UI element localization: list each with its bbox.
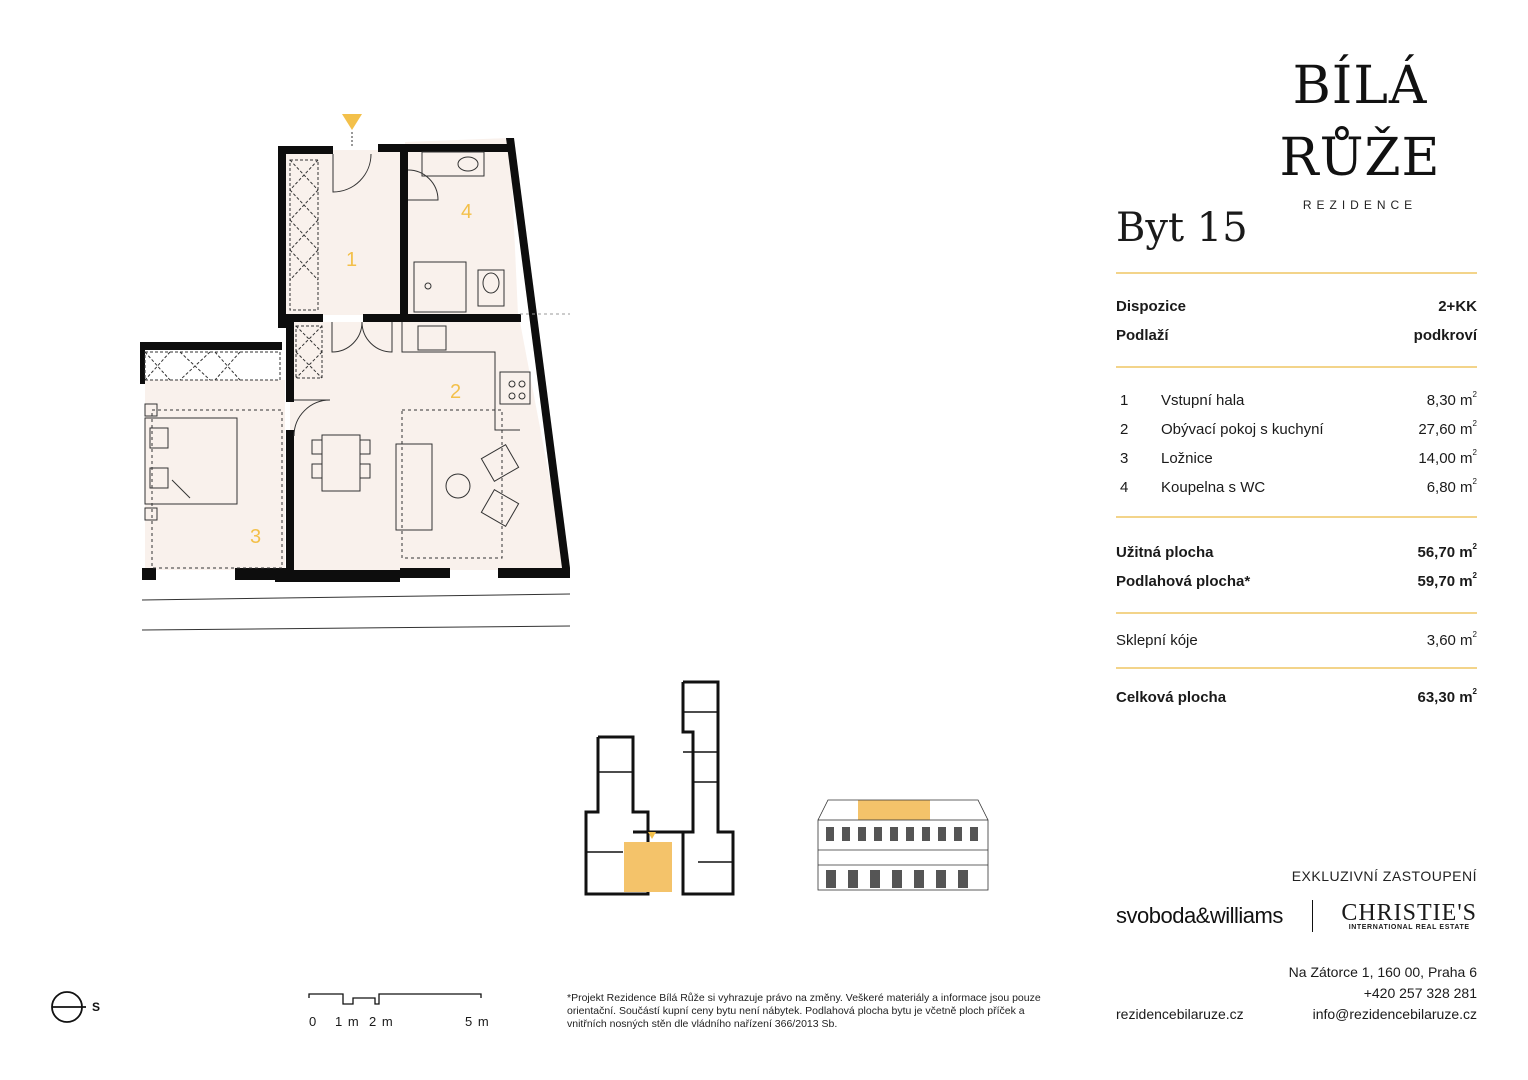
brand-name: BÍLÁ RŮŽE bbox=[1279, 56, 1441, 188]
room-label-1: 1 bbox=[346, 249, 357, 271]
compass-label: S bbox=[92, 1000, 100, 1014]
rooms-list: 1 Vstupní hala 8,30 m2 2 Obývací pokoj s… bbox=[1116, 368, 1477, 516]
floor-fill-bedroom bbox=[145, 380, 285, 570]
divider bbox=[1116, 366, 1477, 368]
floor-row: Podlaží podkroví bbox=[1116, 321, 1477, 350]
room-area: 8,30 m2 bbox=[1426, 390, 1477, 409]
agency-heading: EXKLUZIVNÍ ZASTOUPENÍ bbox=[1291, 868, 1477, 884]
disposition-row: Dispozice 2+KK bbox=[1116, 292, 1477, 321]
usable-area-label: Užitná plocha bbox=[1116, 544, 1214, 561]
doors bbox=[293, 153, 439, 437]
entrance-marker bbox=[342, 114, 362, 130]
brand-logo: BÍLÁ RŮŽE REZIDENCE bbox=[1230, 50, 1490, 212]
wardrobe-bedroom bbox=[144, 351, 281, 381]
site-entrance-marker bbox=[648, 832, 656, 839]
room-name: Obývací pokoj s kuchyní bbox=[1161, 421, 1324, 438]
phone-number[interactable]: +420 257 328 281 bbox=[1363, 985, 1477, 1001]
floor-fill-living bbox=[290, 322, 567, 570]
floor-plan: 1 4 2 3 bbox=[140, 114, 571, 631]
terrace-line-2 bbox=[141, 625, 571, 631]
scale-bar-graphic bbox=[308, 993, 482, 1005]
cellar-value: 3,60 m2 bbox=[1426, 630, 1477, 649]
room-number: 3 bbox=[1120, 450, 1129, 467]
floor-area-value: 59,70 m2 bbox=[1417, 571, 1478, 590]
address-block: Na Zátorce 1, 160 00, Praha 6 +420 257 3… bbox=[1116, 962, 1477, 1004]
email-link[interactable]: info@rezidencebilaruze.cz bbox=[1312, 1006, 1477, 1022]
room-name: Ložnice bbox=[1161, 450, 1213, 467]
christies-logo: CHRISTIE'S INTERNATIONAL REAL ESTATE bbox=[1341, 899, 1477, 931]
bathroom-fixtures bbox=[413, 151, 505, 313]
website-link[interactable]: rezidencebilaruze.cz bbox=[1116, 1006, 1244, 1022]
room-name: Vstupní hala bbox=[1161, 392, 1245, 409]
total-area-value: 63,30 m2 bbox=[1417, 687, 1478, 706]
scale-label-5: 5 m bbox=[465, 1014, 490, 1029]
address-line: Na Zátorce 1, 160 00, Praha 6 bbox=[1288, 964, 1477, 980]
room-number: 2 bbox=[1120, 421, 1129, 438]
room-area: 27,60 m2 bbox=[1418, 419, 1477, 438]
room-label-4: 4 bbox=[461, 201, 472, 223]
divider bbox=[1116, 612, 1477, 614]
room-row: 2 Obývací pokoj s kuchyní 27,60 m2 bbox=[1116, 415, 1477, 444]
site-highlight bbox=[624, 842, 672, 892]
floor-value: podkroví bbox=[1413, 327, 1477, 344]
wardrobe-living bbox=[295, 325, 323, 379]
room-row: 3 Ložnice 14,00 m2 bbox=[1116, 444, 1477, 473]
compass-icon: S bbox=[51, 991, 100, 1023]
floor-fill-hall bbox=[285, 150, 405, 315]
usable-area-value: 56,70 m2 bbox=[1417, 542, 1478, 561]
room-area: 14,00 m2 bbox=[1418, 448, 1477, 467]
bedroom-furniture bbox=[144, 403, 283, 569]
wardrobe-hall bbox=[289, 159, 319, 311]
cellar-row: Sklepní kóje 3,60 m2 bbox=[1116, 630, 1477, 649]
apartment-title: Byt 15 bbox=[1116, 205, 1248, 251]
floor-label: Podlaží bbox=[1116, 327, 1169, 344]
divider bbox=[1116, 516, 1477, 518]
room-name: Koupelna s WC bbox=[1161, 479, 1266, 496]
usable-area-row: Užitná plocha 56,70 m2 bbox=[1116, 538, 1477, 567]
floor-area-label: Podlahová plocha* bbox=[1116, 573, 1251, 590]
floor-fill-bath bbox=[405, 138, 518, 315]
floor-area-row: Podlahová plocha* 59,70 m2 bbox=[1116, 567, 1477, 596]
total-area-row: Celková plocha 63,30 m2 bbox=[1116, 687, 1478, 706]
terrace-line-1 bbox=[141, 593, 571, 601]
kitchen-counter bbox=[401, 322, 531, 431]
disposition-value: 2+KK bbox=[1438, 298, 1477, 315]
room-label-2: 2 bbox=[450, 381, 461, 403]
scale-label-2: 2 m bbox=[369, 1014, 394, 1029]
apartment-info-panel: Byt 15 Dispozice 2+KK Podlaží podkroví 1… bbox=[1116, 200, 1477, 706]
walls bbox=[140, 138, 570, 582]
room-number: 4 bbox=[1120, 479, 1129, 496]
living-furniture bbox=[311, 409, 520, 559]
svoboda-williams-logo: svoboda&williams bbox=[1116, 903, 1283, 928]
logo-separator bbox=[1311, 900, 1313, 932]
agency-block: EXKLUZIVNÍ ZASTOUPENÍ svoboda&williams C… bbox=[1116, 868, 1477, 934]
room-row: 1 Vstupní hala 8,30 m2 bbox=[1116, 386, 1477, 415]
site-plan bbox=[584, 680, 735, 896]
disposition-label: Dispozice bbox=[1116, 298, 1187, 315]
room-area: 6,80 m2 bbox=[1426, 477, 1477, 496]
room-row: 4 Koupelna s WC 6,80 m2 bbox=[1116, 473, 1477, 502]
scale-bar: 0 1 m 2 m 5 m bbox=[305, 992, 500, 1032]
divider bbox=[1116, 667, 1477, 669]
scale-label-1: 1 m bbox=[335, 1014, 360, 1029]
total-area-label: Celková plocha bbox=[1116, 689, 1227, 706]
scale-label-0: 0 bbox=[309, 1014, 318, 1029]
disclaimer-text: *Projekt Rezidence Bílá Růže si vyhrazuj… bbox=[567, 992, 1041, 1030]
facade-highlight bbox=[858, 800, 930, 820]
brand-subtitle: REZIDENCE bbox=[1302, 198, 1418, 212]
room-number: 1 bbox=[1120, 392, 1129, 409]
divider bbox=[1116, 272, 1477, 274]
contacts: rezidencebilaruze.cz info@rezidencebilar… bbox=[1116, 1006, 1477, 1022]
building-facade bbox=[817, 799, 989, 891]
cellar-label: Sklepní kóje bbox=[1116, 632, 1198, 649]
room-label-3: 3 bbox=[250, 526, 261, 548]
